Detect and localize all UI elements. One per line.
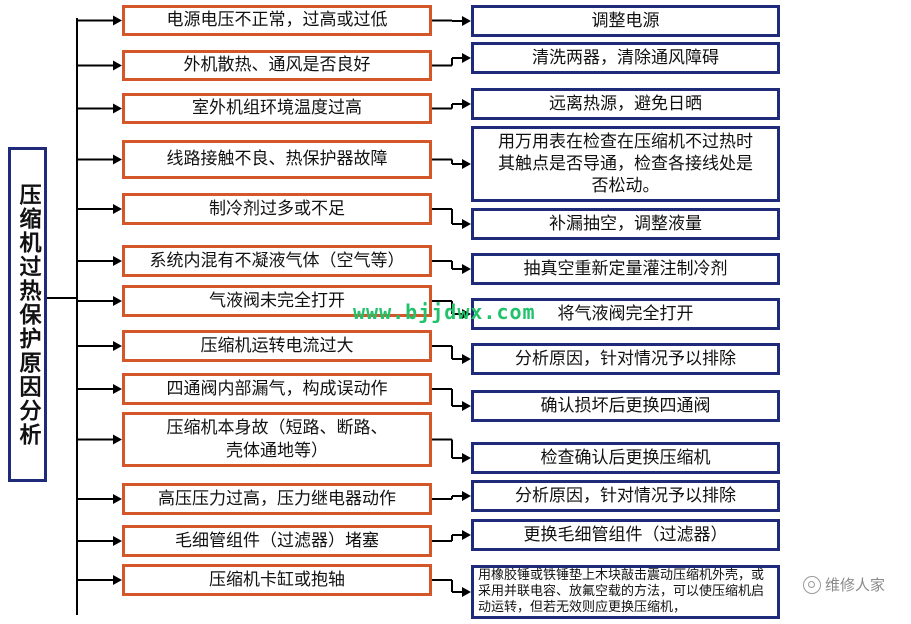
fix-text: 调整电源: [591, 10, 660, 31]
cause-text: 气液阀未完全打开: [209, 290, 345, 311]
fix-box: 检查确认后更换压缩机: [471, 442, 780, 474]
arrow-head: [113, 256, 122, 266]
arrow-head: [113, 60, 122, 71]
cause-box: 高压压力过高，压力继电器动作: [122, 483, 432, 515]
fix-box: 调整电源: [471, 5, 780, 37]
fix-box: 更换毛细管组件（过滤器）: [471, 519, 780, 551]
fix-text: 将气液阀完全打开: [557, 303, 694, 324]
fix-box: 用橡胶锤或铁锤垫上木块敲击震动压缩机外壳，或采用并联电容、放氟空载的方法，可以使…: [471, 565, 780, 619]
arrow-head: [113, 296, 122, 306]
arrow-head: [462, 16, 471, 26]
signature: 维修人家: [802, 574, 885, 595]
arrow-head: [462, 159, 471, 169]
cause-box: 室外机组环境温度过高: [122, 93, 432, 124]
cause-box: 外机散热、通风是否良好: [122, 50, 432, 81]
arrow-head: [113, 154, 122, 165]
cause-box: 气液阀未完全打开: [122, 285, 432, 317]
fix-box: 分析原因，针对情况予以排除: [471, 343, 780, 375]
arrow-head: [462, 530, 471, 540]
fix-box: 清洗两器，清除通风障碍: [471, 42, 780, 74]
cause-text: 电源电压不正常，过高或过低: [166, 10, 388, 31]
cause-box: 电源电压不正常，过高或过低: [122, 5, 432, 36]
arrow-head: [462, 99, 471, 109]
cause-box: 系统内混有不凝液气体（空气等）: [122, 245, 432, 277]
cause-box: 毛细管组件（过滤器）堵塞: [122, 525, 432, 557]
arrow-head: [113, 434, 122, 445]
fix-box: 确认损坏后更换四通阀: [471, 390, 780, 422]
cause-text: 压缩机运转电流过大: [200, 335, 354, 356]
cause-text: 四通阀内部漏气，构成误动作: [166, 378, 388, 399]
arrow-head: [462, 587, 471, 597]
watermark-text: www.bjjdwx.com: [353, 300, 536, 324]
signature-text: 维修人家: [824, 576, 885, 594]
cause-box: 压缩机卡缸或抱轴: [122, 564, 432, 596]
cause-text: 毛细管组件（过滤器）堵塞: [175, 530, 379, 551]
arrow-head: [462, 354, 471, 364]
cause-text: 外机散热、通风是否良好: [183, 55, 371, 76]
arrow-head: [113, 536, 122, 546]
arrow-head: [462, 309, 471, 319]
fix-text: 用万用表在检查在压缩机不过热时其触点是否导通，检查各接线处是否松动。: [498, 131, 753, 197]
cause-text: 系统内混有不凝液气体（空气等）: [149, 250, 405, 271]
arrow-head: [462, 219, 471, 229]
cause-text: 压缩机卡缸或抱轴: [209, 569, 345, 590]
arrow-head: [462, 53, 471, 63]
fix-box: 用万用表在检查在压缩机不过热时其触点是否导通，检查各接线处是否松动。: [471, 126, 780, 202]
cause-text: 线路接触不良、热保护器故障: [166, 149, 388, 170]
arrow-head: [113, 15, 122, 26]
arrow-head: [113, 103, 122, 114]
fix-text: 清洗两器，清除通风障碍: [532, 47, 719, 68]
fix-text: 远离热源，避免日晒: [549, 93, 702, 114]
fix-box: 远离热源，避免日晒: [471, 88, 780, 120]
arrow-head: [113, 494, 122, 504]
cause-text: 高压压力过高，压力继电器动作: [158, 488, 396, 509]
cause-text: 制冷剂过多或不足: [209, 198, 345, 219]
wechat-icon: [802, 575, 821, 594]
arrow-head: [462, 401, 471, 411]
cause-text: 压缩机本身故（短路、断路、壳体通地等）: [166, 418, 388, 461]
root-node: 压缩机过热保护原因分析: [8, 147, 47, 482]
fix-box: 将气液阀完全打开: [471, 298, 780, 330]
fix-box: 抽真空重新定量灌注制冷剂: [471, 253, 780, 285]
arrow-head: [113, 204, 122, 214]
cause-text: 室外机组环境温度过高: [192, 98, 362, 119]
arrow-head: [462, 453, 471, 463]
cause-box: 压缩机本身故（短路、断路、壳体通地等）: [122, 412, 432, 467]
cause-box: 四通阀内部漏气，构成误动作: [122, 373, 432, 405]
fix-text: 确认损坏后更换四通阀: [540, 395, 711, 416]
arrow-head: [113, 575, 122, 585]
fix-box: 分析原因，针对情况予以排除: [471, 480, 780, 512]
fix-text: 更换毛细管组件（过滤器）: [523, 524, 728, 545]
fix-text: 分析原因，针对情况予以排除: [515, 348, 736, 369]
fix-box: 补漏抽空，调整液量: [471, 208, 780, 240]
fix-text: 检查确认后更换压缩机: [540, 447, 711, 468]
cause-box: 制冷剂过多或不足: [122, 193, 432, 225]
fix-text: 用橡胶锤或铁锤垫上木块敲击震动压缩机外壳，或采用并联电容、放氟空载的方法，可以使…: [478, 567, 765, 616]
arrow-head: [113, 341, 122, 351]
fix-text: 补漏抽空，调整液量: [549, 213, 702, 234]
arrow-head: [462, 491, 471, 501]
root-title: 压缩机过热保护原因分析: [15, 182, 41, 447]
fix-text: 分析原因，针对情况予以排除: [515, 485, 736, 506]
fix-text: 抽真空重新定量灌注制冷剂: [523, 258, 728, 279]
cause-box: 压缩机运转电流过大: [122, 330, 432, 362]
arrow-head: [113, 384, 122, 394]
arrow-head: [462, 264, 471, 274]
cause-box: 线路接触不良、热保护器故障: [122, 140, 432, 179]
